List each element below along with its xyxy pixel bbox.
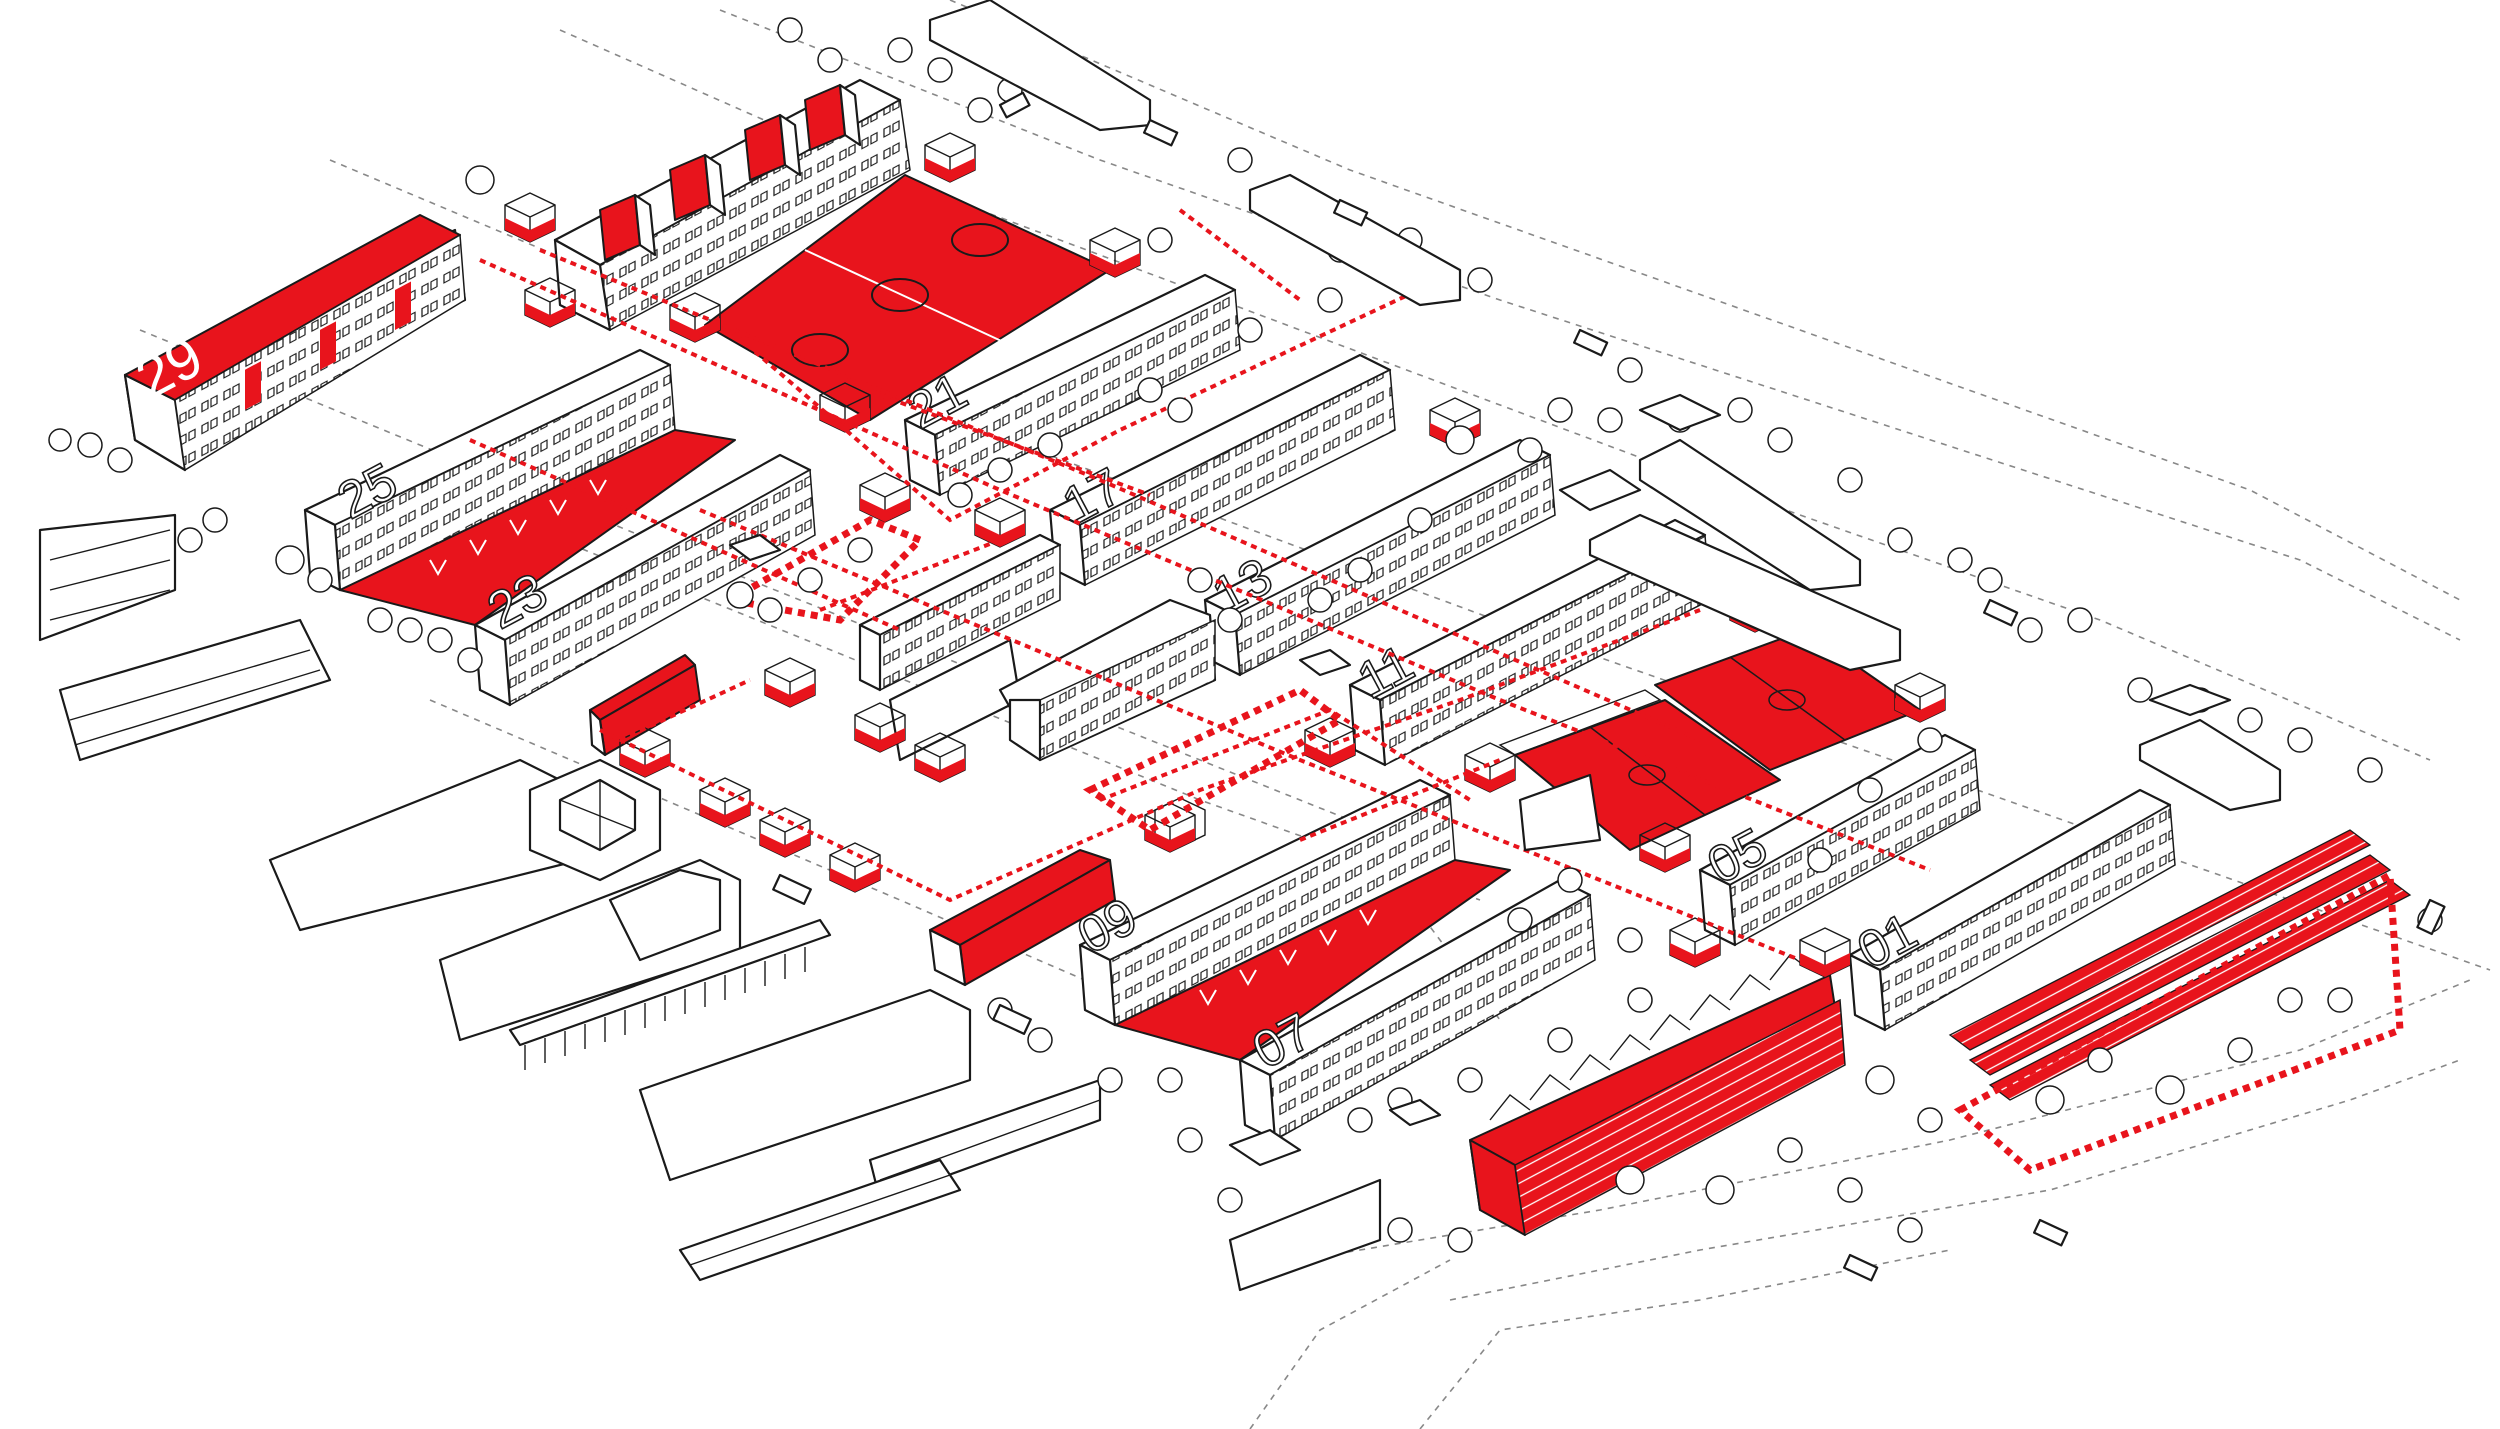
central-school-complex [858,533,1217,762]
building-05: 05 [1698,733,1981,947]
rotunda-building [528,758,722,962]
red-courtyard-25-23 [339,429,736,626]
colonnade [508,918,832,1070]
small-structures [728,0,2446,1282]
building-top-with-red-boxes [553,78,911,332]
building-13: 13 [1203,438,1556,677]
red-shed-south [928,849,1116,987]
red-greenhouse-hall [1469,954,1846,1237]
terraces-right [1948,829,2412,1101]
red-shed-west [588,654,701,757]
building-29: 29 [123,214,467,472]
red-pavilions [504,132,1946,978]
building-07: 07 [1238,878,1596,1142]
red-walking-routes [469,208,2404,1175]
building-01: 01 [1848,788,2176,1032]
industrial-sheds-left [38,513,1382,1292]
red-courtyard-09-07 [1114,859,1511,1061]
